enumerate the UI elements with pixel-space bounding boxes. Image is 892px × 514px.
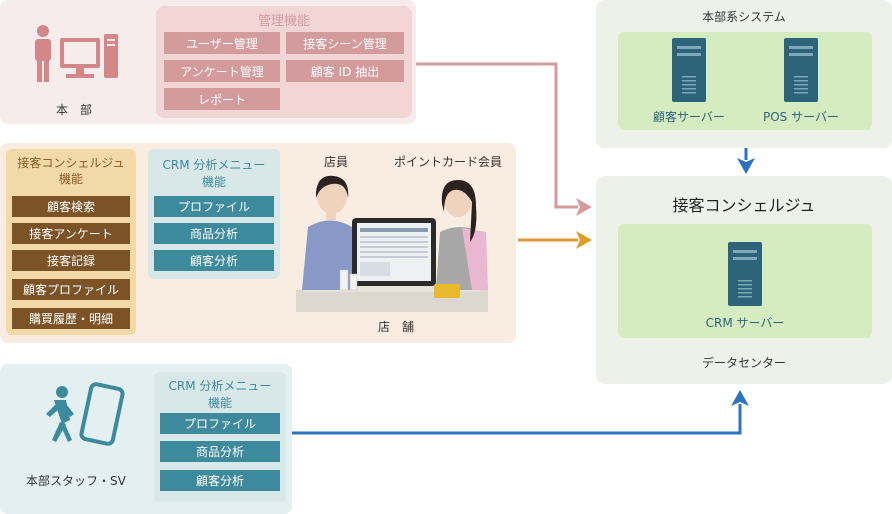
store-arrowhead — [576, 231, 592, 249]
concierge-title-line1: 接客コンシェルジュ — [17, 156, 125, 170]
hq-management-title: 管理機能 — [257, 14, 310, 29]
store-profile-button[interactable]: プロファイル — [154, 196, 274, 217]
customer-search-button[interactable]: 顧客検索 — [12, 196, 130, 217]
customer-server-icon — [672, 38, 706, 102]
concierge-title-line2: 機能 — [58, 172, 83, 186]
store-scene-illustration — [296, 175, 488, 312]
store-crm-title-line1: CRM 分析メニュー — [162, 158, 266, 172]
crm-server-icon — [728, 242, 762, 306]
report-button[interactable]: レポート — [164, 88, 280, 110]
datacenter-label: データセンター — [701, 356, 786, 370]
service-scene-management-button[interactable]: 接客シーン管理 — [286, 32, 404, 54]
customer-id-extract-button[interactable]: 顧客 ID 抽出 — [286, 60, 404, 82]
pos-server-label: POS サーバー — [763, 110, 839, 124]
mobile-to-datacenter-arrow — [292, 404, 742, 435]
mobile-profile-button[interactable]: プロファイル — [160, 413, 280, 434]
mobile-arrowhead — [731, 390, 749, 406]
mobile-crm-title-line1: CRM 分析メニュー — [168, 379, 272, 393]
hq-staff-label: 本部スタッフ・SV — [26, 474, 126, 488]
point-card-member-label: ポイントカード会員 — [394, 155, 503, 169]
customer-server-label: 顧客サーバー — [653, 110, 725, 124]
user-management-button[interactable]: ユーザー管理 — [164, 32, 280, 54]
hqsystem-arrowhead — [737, 158, 755, 174]
pos-server-icon — [784, 38, 818, 102]
store-crm-title-line2: 機能 — [201, 175, 226, 189]
store-customer-analysis-button[interactable]: 顧客分析 — [154, 250, 274, 271]
survey-management-button[interactable]: アンケート管理 — [164, 60, 280, 82]
crm-server-label: CRM サーバー — [705, 316, 785, 330]
purchase-history-button[interactable]: 購買履歴・明細 — [12, 308, 130, 329]
service-survey-button[interactable]: 接客アンケート — [12, 223, 130, 244]
hq-label: 本 部 — [56, 103, 93, 117]
service-record-button[interactable]: 接客記録 — [12, 250, 130, 271]
store-product-analysis-button[interactable]: 商品分析 — [154, 223, 274, 244]
mobile-customer-analysis-button[interactable]: 顧客分析 — [160, 470, 280, 491]
datacenter-title: 接客コンシェルジュ — [672, 196, 816, 215]
hq-person-computer-icon — [35, 25, 118, 82]
hq-system-title: 本部系システム — [702, 10, 786, 24]
store-label: 店 舗 — [378, 320, 415, 334]
hq-to-datacenter-arrow — [412, 62, 578, 209]
mobile-crm-title-line2: 機能 — [207, 396, 232, 410]
walking-person-tablet-icon — [46, 382, 125, 446]
mobile-product-analysis-button[interactable]: 商品分析 — [160, 441, 280, 462]
staff-label: 店員 — [324, 155, 349, 169]
hq-system-server-box — [618, 32, 872, 130]
hq-arrowhead — [576, 198, 592, 216]
customer-profile-button[interactable]: 顧客プロファイル — [12, 279, 130, 300]
